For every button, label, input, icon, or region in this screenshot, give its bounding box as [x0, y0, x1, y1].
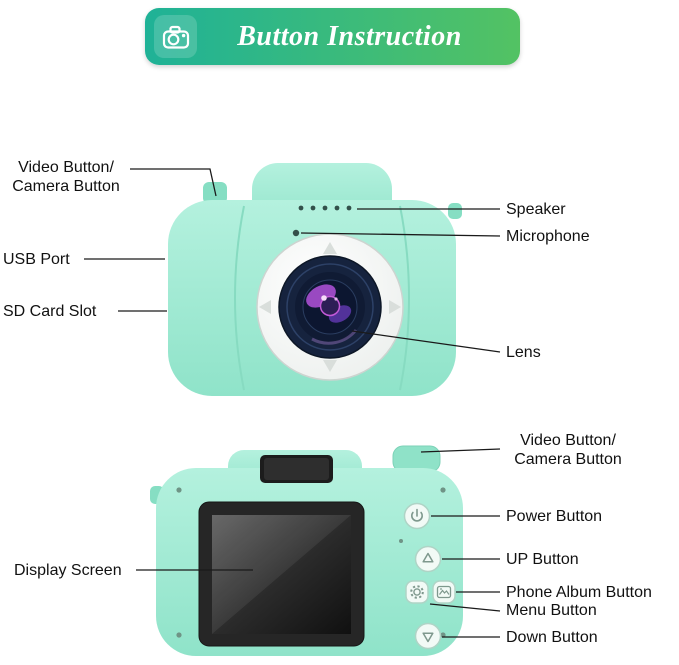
speaker-dots: [298, 205, 352, 211]
power-button-illustration: [403, 502, 431, 530]
label-phone-album-button: Phone Album Button: [506, 584, 652, 601]
label-sd-card-slot: SD Card Slot: [3, 303, 97, 320]
lens-ring-marks: [259, 242, 401, 372]
label-lens: Lens: [506, 344, 541, 361]
strap-lug: [448, 203, 462, 219]
lens-illustration: [256, 233, 404, 381]
gear-icon: [410, 585, 424, 599]
page-title: Button Instruction: [237, 20, 462, 52]
camera-icon: [154, 15, 197, 58]
banner: Button Instruction: [145, 8, 520, 65]
label-usb-port: USB Port: [3, 251, 70, 268]
power-icon: [411, 508, 423, 522]
triangle-down-icon: [422, 632, 434, 643]
down-button-illustration: [414, 622, 442, 650]
label-up-button: UP Button: [506, 551, 579, 568]
camera-front-illustration: [168, 163, 462, 396]
camera-icon-glyph: [162, 25, 189, 49]
microphone-dot: [292, 229, 300, 237]
label-menu-button: Menu Button: [506, 602, 597, 619]
label-video-camera-front: Video Button/ Camera Button: [12, 159, 120, 195]
up-button-illustration: [414, 545, 442, 573]
triangle-up-icon: [422, 552, 434, 563]
camera-back-illustration: [150, 445, 463, 656]
picture-icon: [436, 585, 452, 599]
label-video-camera-back: Video Button/ Camera Button: [514, 432, 622, 468]
body-screws: [176, 487, 446, 638]
label-power-button: Power Button: [506, 508, 603, 525]
indicator-led: [399, 539, 403, 543]
viewfinder: [260, 455, 333, 483]
label-microphone: Microphone: [506, 228, 590, 245]
label-down-button: Down Button: [506, 629, 598, 646]
menu-button-illustration: [405, 580, 429, 604]
label-display-screen: Display Screen: [14, 562, 122, 579]
display-screen-illustration: [198, 501, 365, 647]
album-button-illustration: [432, 580, 456, 604]
lens-core: [319, 295, 341, 317]
label-speaker: Speaker: [506, 201, 566, 218]
